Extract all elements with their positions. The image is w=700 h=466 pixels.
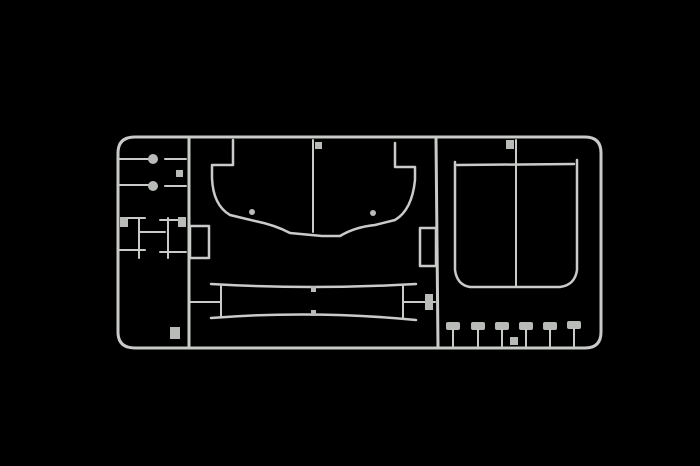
right-square-frame [418,226,438,268]
bracket-parts [119,217,187,339]
bumper-part [210,138,417,238]
lamp-parts [119,154,187,191]
lower-bars [189,282,436,322]
outer-runner [116,135,603,350]
u-frame-part [453,139,579,289]
left-square-frame [188,224,211,260]
clip-parts [446,321,581,347]
